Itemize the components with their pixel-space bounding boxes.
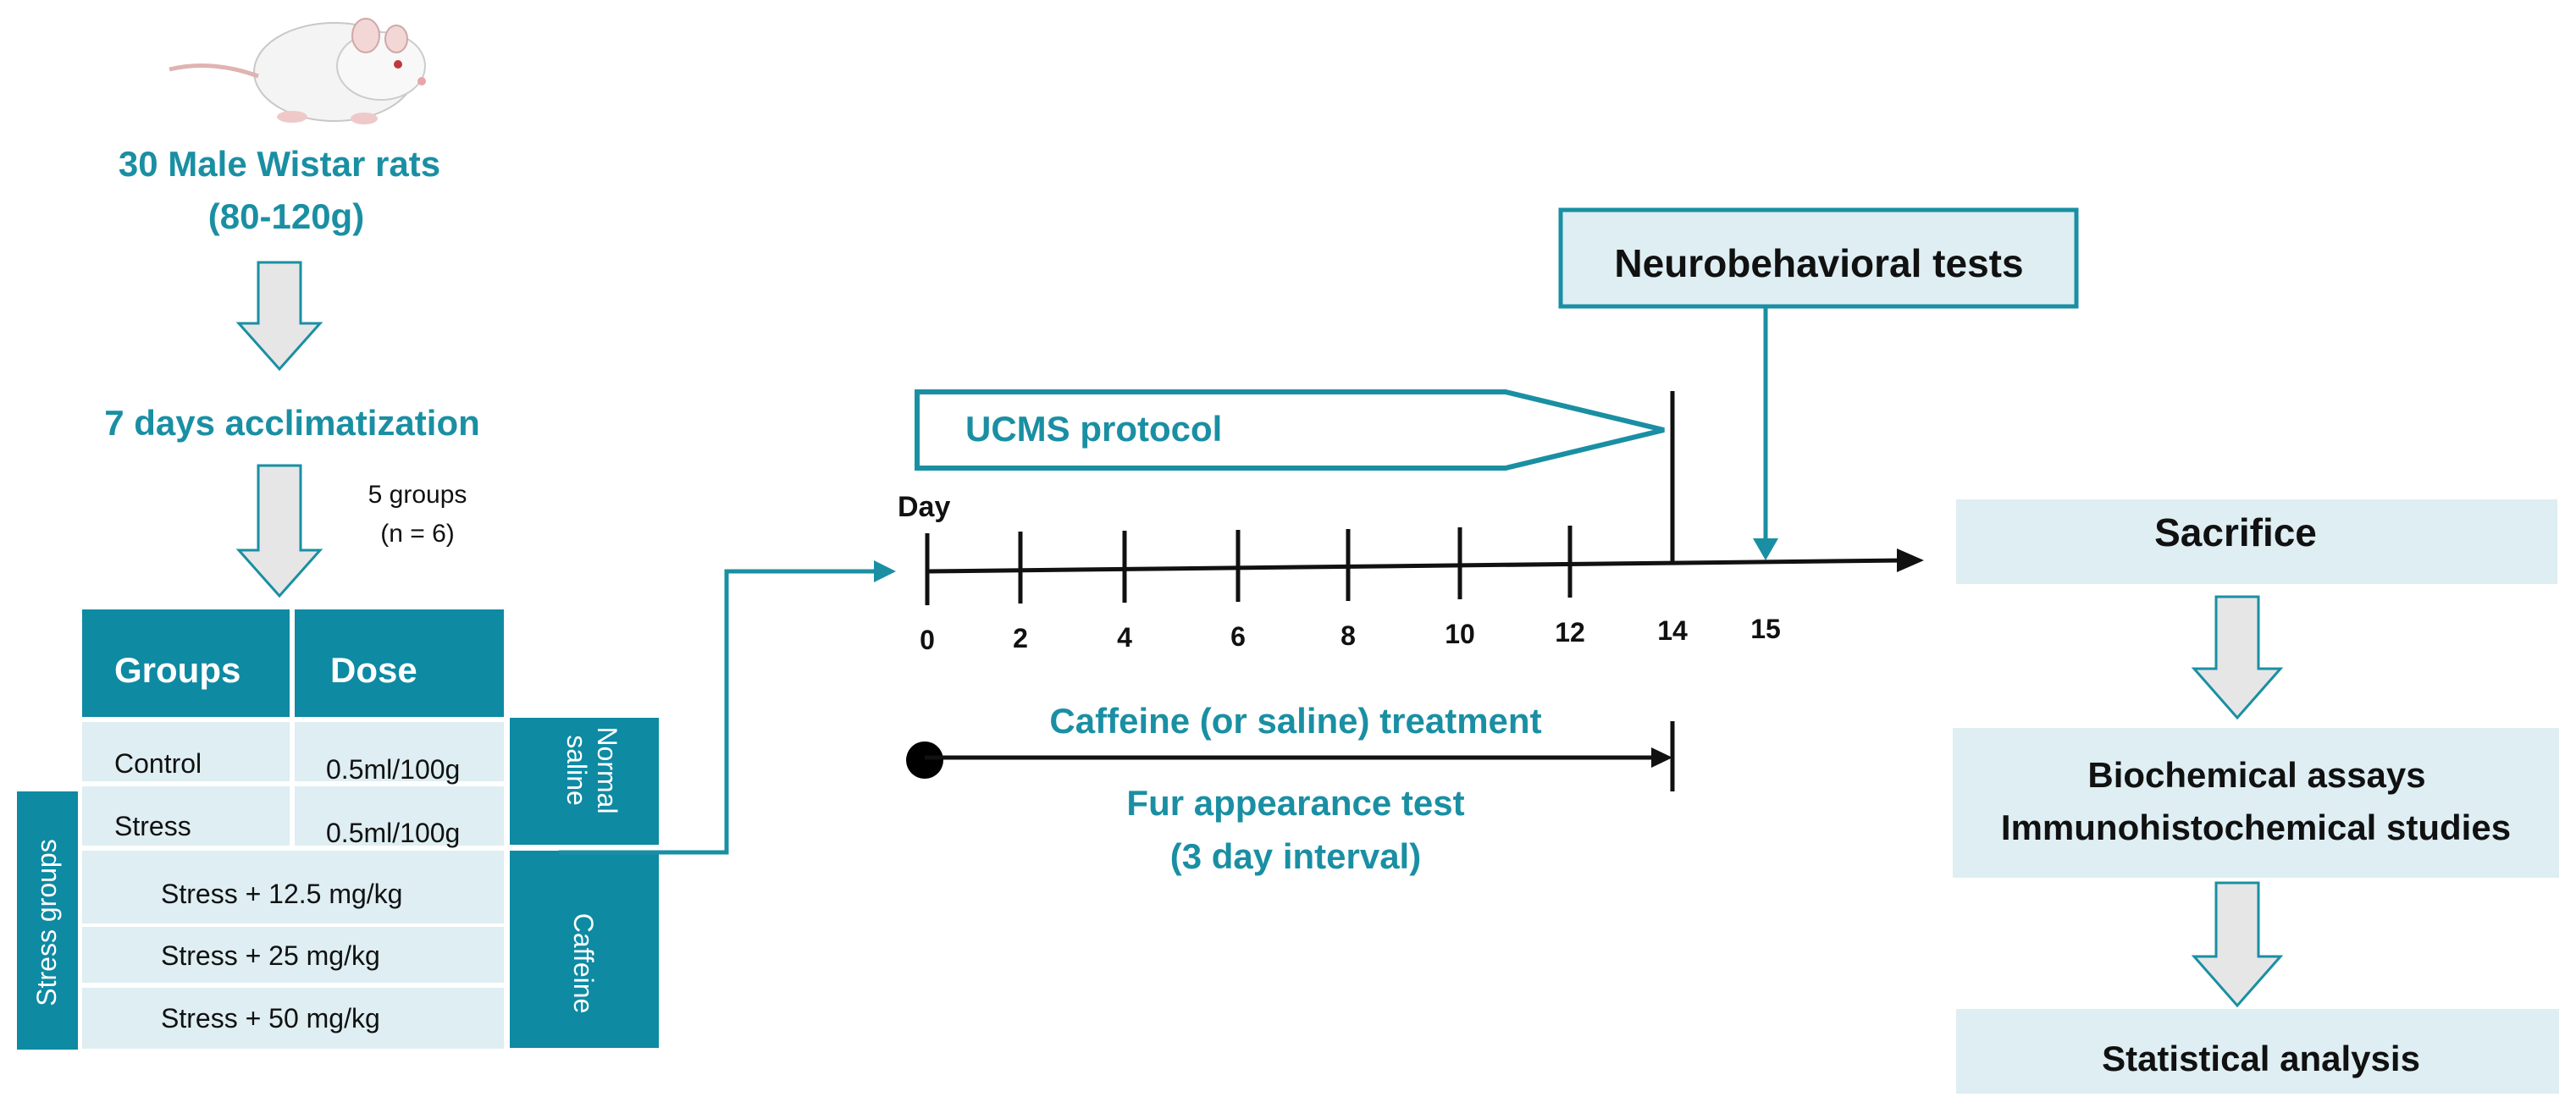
table-cell-group: Stress + 12.5 mg/kg (161, 879, 402, 909)
timeline-tick-label: 10 (1445, 619, 1475, 649)
timeline-ticks: 0 2 4 6 8 10 12 14 15 (920, 526, 1781, 655)
groups-count-line1: 5 groups (368, 481, 467, 509)
groups-table: Groups Dose Control 0.5ml/100g Stress 0.… (17, 609, 659, 1050)
assays-line1: Biochemical assays (2087, 755, 2425, 795)
timeline-tick-label: 6 (1230, 621, 1246, 652)
table-cell-group: Stress + 50 mg/kg (161, 1003, 380, 1034)
stress-groups-bar (17, 791, 78, 1050)
table-cell-group: Control (114, 748, 202, 779)
timeline-tick-label: 0 (920, 625, 935, 655)
day-label: Day (898, 491, 950, 523)
timeline-tick-label: 8 (1341, 620, 1356, 651)
assays-box (1953, 728, 2559, 878)
fur-test-line1: Fur appearance test (1126, 783, 1464, 823)
neurobehavioral-box (1558, 207, 2079, 309)
table-header-dose-text: Dose (330, 650, 417, 690)
timeline-tick-label: 14 (1657, 615, 1688, 646)
table-row (82, 786, 290, 846)
sacrifice-box (1956, 499, 2557, 584)
table-header-groups (82, 609, 290, 717)
table-row (82, 851, 504, 923)
assays-line2: Immunohistochemical studies (2001, 808, 2511, 847)
caffeine-box (510, 851, 659, 1048)
down-arrow-icon (2191, 881, 2284, 1008)
timeline-tick-label: 4 (1117, 622, 1132, 653)
acclimatization-label: 7 days acclimatization (104, 403, 480, 443)
arrowhead-icon (1753, 538, 1778, 560)
timeline-arrowhead-icon (1897, 548, 1924, 572)
connector-arrow (559, 569, 881, 855)
down-arrow-icon (235, 261, 323, 372)
timeline-tick-label: 2 (1013, 623, 1028, 653)
normal-saline-line1: Normal (592, 726, 622, 813)
stress-groups-label: Stress groups (31, 839, 62, 1006)
table-header-dose (295, 609, 504, 717)
rats-title-line1: 30 Male Wistar rats (119, 144, 440, 184)
table-row (82, 722, 290, 781)
table-row (295, 722, 504, 781)
statistics-label: Statistical analysis (2102, 1039, 2420, 1078)
table-header-groups-text: Groups (114, 650, 240, 690)
caffeine-label: Caffeine (568, 913, 599, 1014)
ucms-protocol-label: UCMS protocol (965, 409, 1222, 449)
table-row (295, 786, 504, 846)
table-row (82, 927, 504, 983)
sacrifice-label: Sacrifice (2154, 510, 2317, 554)
table-cell-group: Stress + 25 mg/kg (161, 940, 380, 971)
fur-test-line2: (3 day interval) (1170, 836, 1421, 876)
normal-saline-box (510, 718, 659, 845)
treatment-label: Caffeine (or saline) treatment (1049, 701, 1541, 741)
table-cell-dose: 0.5ml/100g (326, 754, 460, 785)
down-arrow-icon (235, 464, 323, 598)
table-row (82, 988, 504, 1049)
timeline-tick-label: 15 (1750, 614, 1781, 644)
rat-icon (169, 18, 426, 124)
normal-saline-line2: saline (561, 735, 592, 806)
table-cell-group: Stress (114, 811, 191, 841)
ucms-protocol-arrow (915, 389, 1665, 471)
groups-count-line2: (n = 6) (380, 520, 455, 548)
arrowhead-icon (874, 560, 896, 582)
timeline-tick-label: 12 (1555, 617, 1585, 648)
rats-title-line2: (80-120g) (208, 196, 364, 236)
statistics-box (1956, 1009, 2559, 1094)
down-arrow-icon (2191, 595, 2284, 720)
table-cell-dose: 0.5ml/100g (326, 818, 460, 848)
treatment-start-dot (906, 741, 943, 779)
timeline-axis (926, 558, 1906, 574)
neurobehavioral-label: Neurobehavioral tests (1614, 241, 2023, 285)
arrowhead-icon (1651, 747, 1672, 768)
